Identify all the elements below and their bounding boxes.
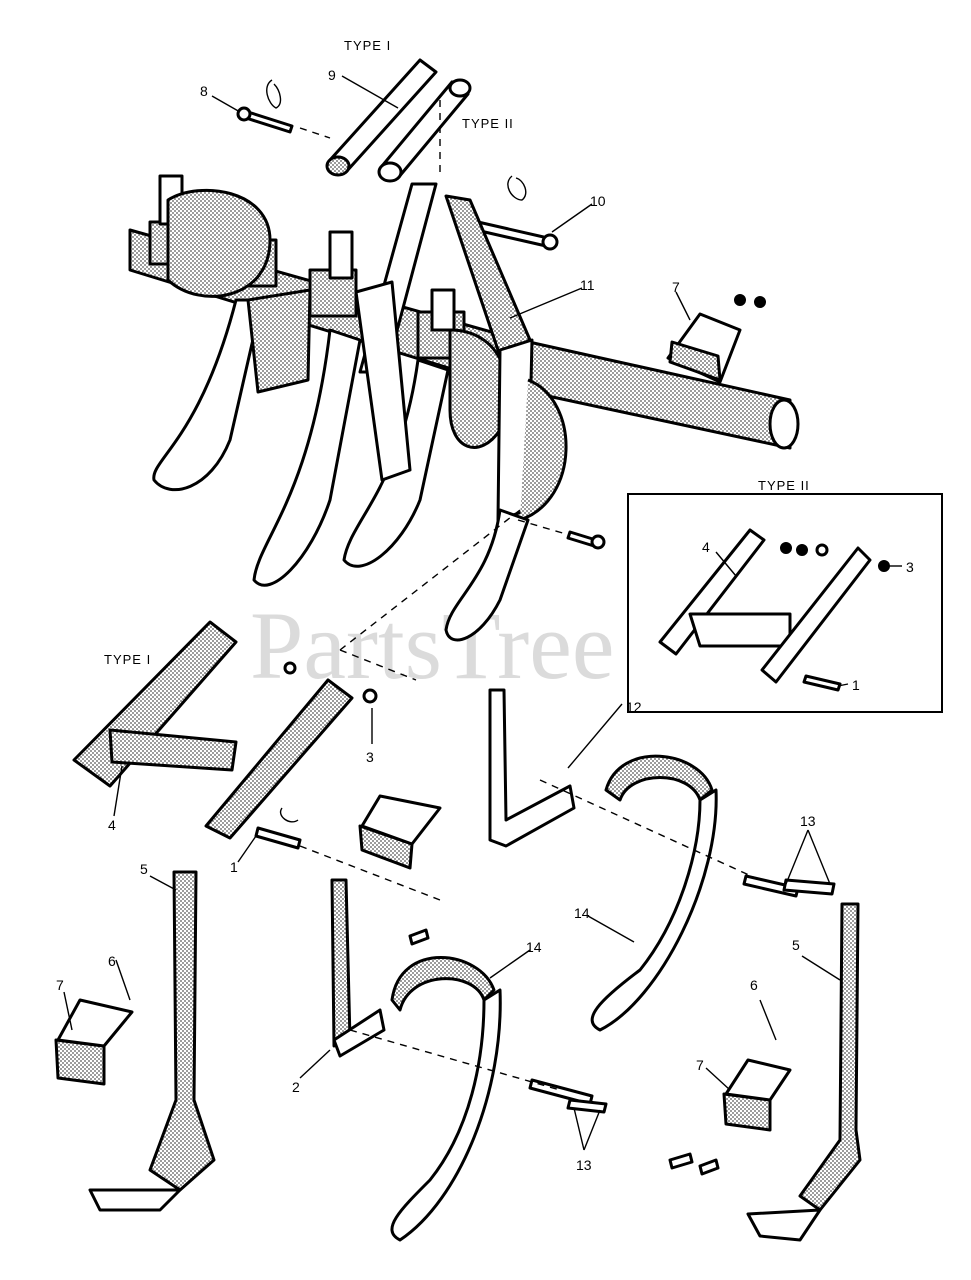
hairpin-13-top [742, 874, 836, 898]
callout-5-right: 5 [792, 937, 800, 953]
shank-5-right [746, 902, 862, 1242]
callout-7-left: 7 [56, 977, 64, 993]
spring-tine-14-left [390, 956, 502, 1242]
hairpin-cotter-10 [507, 175, 527, 201]
spring-tine-top-4 [444, 378, 568, 642]
callout-5-left: 5 [140, 861, 148, 877]
toolbar-end [768, 398, 800, 450]
callout-9: 9 [328, 67, 336, 83]
spring-tine-top-2 [246, 288, 362, 587]
callout-1-right: 1 [852, 677, 860, 693]
callout-3-right: 3 [906, 559, 914, 575]
callout-13-top: 13 [800, 813, 816, 829]
spring-tine-top-1 [152, 188, 272, 491]
bolts-right [668, 1152, 720, 1176]
callout-7-right: 7 [696, 1057, 704, 1073]
bolt-center [408, 928, 430, 946]
pin-type-2 [377, 78, 472, 183]
pin-type-1 [325, 58, 438, 177]
callout-10: 10 [590, 193, 606, 209]
callout-3-left: 3 [366, 749, 374, 765]
clamp-bracket-7-left [54, 998, 134, 1086]
type-1-top-label: TYPE I [344, 38, 391, 53]
pin-1-center [254, 807, 302, 850]
type-2-detail-box [627, 493, 943, 713]
callout-6-right: 6 [750, 977, 758, 993]
shank-2 [330, 878, 386, 1058]
hairpin-cotter-8 [266, 79, 282, 109]
cultivator-assembly [128, 58, 800, 642]
callout-13-bottom: 13 [576, 1157, 592, 1173]
shank-12 [488, 688, 576, 848]
type-1-mid-label: TYPE I [104, 652, 151, 667]
callout-14-left: 14 [526, 939, 542, 955]
clevis-pin-8 [236, 106, 294, 134]
callout-2: 2 [292, 1079, 300, 1095]
type-2-bracket [658, 528, 890, 684]
type-2-top-label: TYPE II [462, 116, 514, 131]
clamp-bracket-7-center [358, 794, 442, 870]
hairpin-13-bottom [528, 1078, 608, 1114]
callout-1-left: 1 [230, 859, 238, 875]
callout-4-left: 4 [108, 817, 116, 833]
callout-12: 12 [626, 699, 642, 715]
callout-4-right: 4 [702, 539, 710, 555]
bar-clamp-center [308, 230, 358, 318]
watermark-text: PartsTree [250, 592, 614, 699]
clamp-bracket-7-right [722, 1058, 792, 1132]
callout-11: 11 [580, 277, 595, 293]
callout-7-top: 7 [672, 279, 680, 295]
clamp-bracket-7-top [666, 294, 766, 384]
type-2-box-label: TYPE II [758, 478, 810, 493]
shank-5-left [88, 870, 216, 1212]
spring-tine-14-right [590, 754, 718, 1032]
bolt-frame [566, 530, 606, 550]
callout-6-left: 6 [108, 953, 116, 969]
callout-8: 8 [200, 83, 208, 99]
type-2-pin [802, 674, 842, 692]
type-1-bracket [72, 620, 378, 840]
callout-14-right: 14 [574, 905, 590, 921]
